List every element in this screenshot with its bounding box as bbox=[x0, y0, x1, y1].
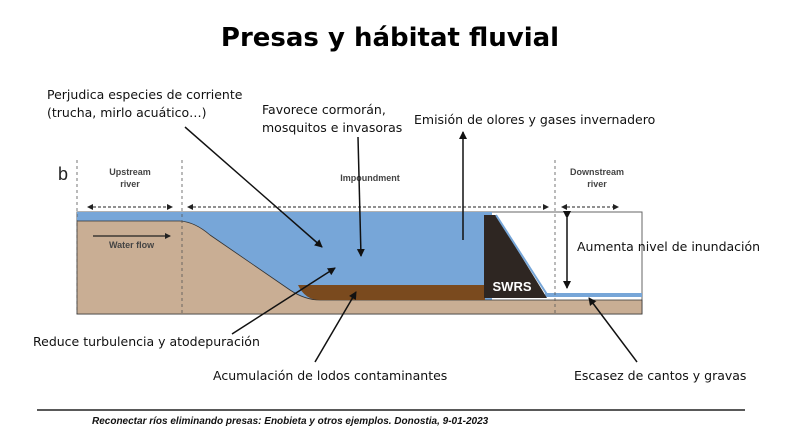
annotation-aumenta: Aumenta nivel de inundación bbox=[577, 239, 760, 254]
downstream-label-1: Downstream bbox=[570, 167, 624, 177]
annotation-acumulacion: Acumulación de lodos contaminantes bbox=[213, 368, 447, 383]
annotation-favorece-2: mosquitos e invasoras bbox=[262, 120, 402, 135]
arrow-reduce bbox=[231, 267, 336, 335]
downstream-label-2: river bbox=[587, 179, 607, 189]
annotation-perjudica-2: (trucha, mirlo acuático…) bbox=[47, 105, 207, 120]
dam-diagram: SWRS b Upstream river Impoundment Downst… bbox=[58, 160, 643, 315]
dam-label: SWRS bbox=[493, 279, 532, 294]
arrow-favorece bbox=[356, 136, 365, 257]
sediment-layer bbox=[298, 285, 485, 300]
arrow-escasez bbox=[588, 297, 638, 363]
riverbed-ground bbox=[76, 220, 643, 315]
arrow-perjudica bbox=[184, 126, 323, 248]
annotation-favorece-1: Favorece cormorán, bbox=[262, 102, 386, 117]
water-flow-label: Water flow bbox=[109, 240, 155, 250]
dam bbox=[484, 215, 547, 298]
panel-letter: b bbox=[58, 164, 68, 184]
annotation-perjudica-1: Perjudica especies de corriente bbox=[47, 87, 243, 102]
slide-title: Presas y hábitat fluvial bbox=[221, 23, 559, 53]
annotation-escasez: Escasez de cantos y gravas bbox=[574, 368, 746, 383]
footer-citation: Reconectar ríos eliminando presas: Enobi… bbox=[92, 416, 489, 427]
dam-face bbox=[495, 214, 549, 297]
upstream-label-2: river bbox=[120, 179, 140, 189]
annotation-emision: Emisión de olores y gases invernadero bbox=[414, 112, 655, 127]
arrow-acumulacion bbox=[314, 291, 357, 363]
upstream-label-1: Upstream bbox=[109, 167, 151, 177]
annotation-reduce: Reduce turbulencia y atodepuración bbox=[33, 334, 260, 349]
downstream-water bbox=[545, 293, 642, 297]
impoundment-label: Impoundment bbox=[340, 173, 400, 183]
